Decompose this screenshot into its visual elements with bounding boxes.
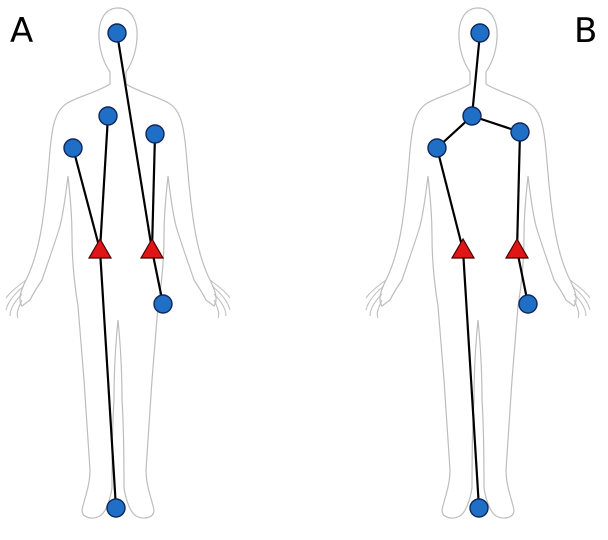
node-a-left-wrist	[154, 295, 172, 313]
body-outline-b	[366, 8, 590, 518]
node-a-foot	[107, 499, 125, 517]
node-a-left-shoulder	[146, 125, 164, 143]
node-a-neck	[99, 107, 117, 125]
node-b-left-wrist	[519, 295, 537, 313]
node-b-right-shoulder	[428, 139, 446, 157]
node-b-neck	[463, 107, 481, 125]
node-a-right-elbow	[64, 139, 82, 157]
node-a-head	[108, 24, 126, 42]
body-outline-a	[6, 8, 230, 518]
node-b-head	[471, 24, 489, 42]
node-b-foot	[470, 499, 488, 517]
node-b-left-shoulder	[511, 123, 529, 141]
